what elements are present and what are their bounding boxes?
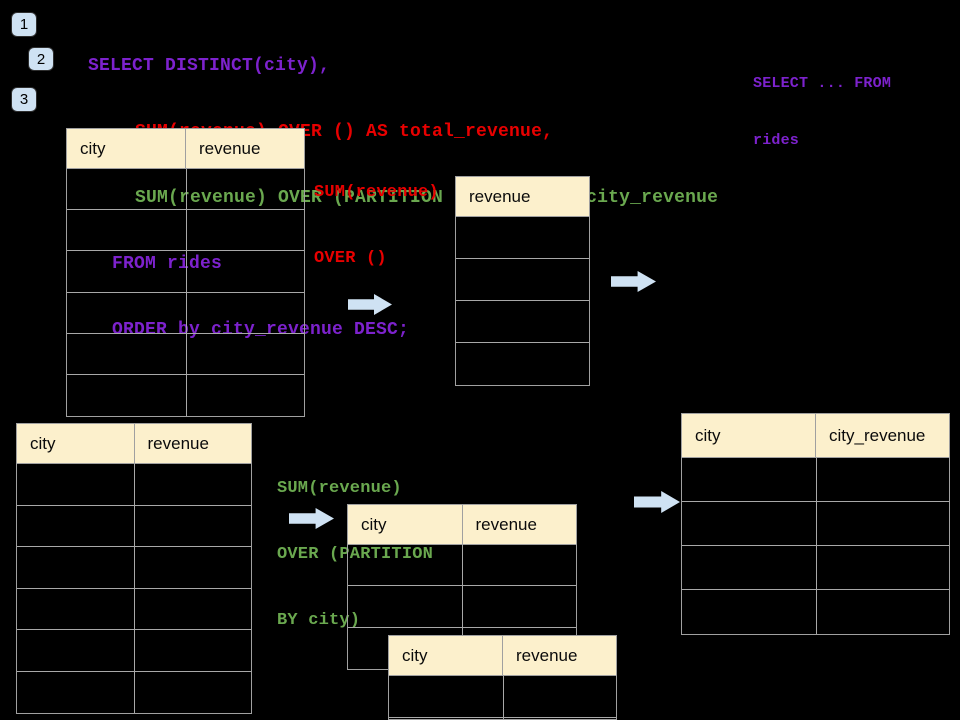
table-row	[389, 718, 616, 719]
table-header-row: city revenue	[348, 505, 576, 545]
step-badge-1: 1	[11, 12, 37, 37]
table-partition-overlay: city revenue	[388, 635, 617, 720]
table-row	[456, 259, 589, 301]
table-row	[682, 590, 949, 634]
column-header-city-revenue: city_revenue	[815, 414, 949, 457]
table-row	[67, 251, 304, 293]
column-header-revenue: revenue	[461, 505, 577, 544]
table-row	[682, 458, 949, 502]
table-header-row: revenue	[456, 177, 589, 217]
annotation-total-window: SUM(revenue) OVER ()	[314, 138, 439, 314]
table-row	[67, 374, 304, 417]
arrow-right-icon	[289, 508, 334, 529]
step-badge-2: 2	[28, 47, 54, 71]
table-body	[389, 676, 616, 719]
sql-line: FROM rides	[112, 254, 223, 274]
step-badge-2-label: 2	[36, 50, 46, 68]
column-header-city: city	[402, 645, 428, 665]
table-row	[17, 588, 251, 630]
column-header-city: city	[361, 514, 387, 534]
table-header-row: city revenue	[67, 129, 304, 169]
arrow-right-icon	[611, 271, 656, 292]
column-header-revenue: revenue	[133, 424, 252, 463]
column-header-revenue: revenue	[185, 129, 304, 168]
table-header-row: city city_revenue	[682, 414, 949, 458]
table-row	[456, 301, 589, 343]
table-body	[682, 458, 949, 634]
annotation-line: OVER (PARTITION	[277, 545, 434, 564]
table-row	[17, 464, 251, 506]
column-header-city: city	[695, 425, 721, 445]
step-badge-3-label: 3	[19, 91, 29, 108]
table-row	[67, 169, 304, 211]
table-body	[456, 217, 589, 385]
column-header-city: city	[80, 138, 106, 158]
table-row	[456, 343, 589, 385]
table-row	[67, 210, 304, 252]
column-header-revenue: revenue	[502, 636, 616, 675]
table-row	[348, 545, 576, 587]
column-header-city: city	[30, 433, 56, 453]
annotation-line: SUM(revenue)	[314, 183, 439, 202]
table-row	[17, 547, 251, 589]
side-note-code: SELECT ... FROM rides	[753, 36, 891, 188]
table-row	[389, 676, 616, 718]
table-row	[17, 671, 251, 714]
side-note-line: SELECT ... FROM	[753, 75, 892, 92]
table-partition-step: city revenue	[347, 504, 577, 671]
table-source-top: city revenue	[66, 128, 305, 418]
table-source-bottom: city revenue	[16, 423, 252, 714]
table-row	[17, 630, 251, 672]
sql-line: SELECT DISTINCT(city),	[88, 56, 331, 76]
table-row	[67, 292, 304, 334]
column-header-revenue: revenue	[469, 186, 531, 206]
table-header-row: city revenue	[389, 636, 616, 676]
table-header-row: city revenue	[17, 424, 251, 464]
step-badge-3: 3	[11, 87, 37, 112]
table-row	[456, 217, 589, 259]
table-row	[348, 586, 576, 628]
table-row	[682, 546, 949, 590]
arrow-right-icon	[634, 491, 680, 513]
table-row	[67, 333, 304, 375]
table-row	[17, 505, 251, 547]
side-note-line: rides	[753, 132, 800, 149]
sql-line: ORDER by city_revenue DESC;	[112, 320, 410, 340]
table-body	[67, 169, 304, 417]
table-city-revenue-result: city city_revenue	[681, 413, 950, 635]
table-row	[682, 502, 949, 546]
annotation-line: SUM(revenue)	[277, 479, 402, 498]
table-body	[17, 464, 251, 713]
step-badge-1-label: 1	[19, 16, 29, 33]
arrow-right-icon	[348, 294, 392, 315]
annotation-line: OVER ()	[314, 249, 387, 268]
table-total-revenue: revenue	[455, 176, 590, 386]
